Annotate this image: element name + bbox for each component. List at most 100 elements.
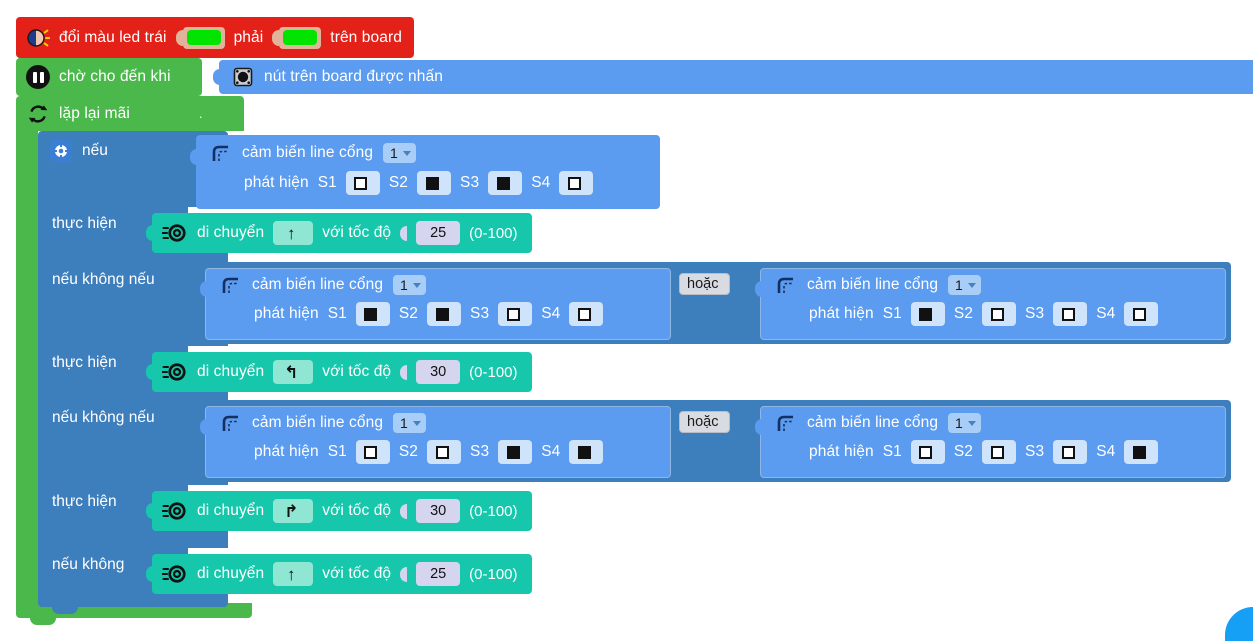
sensor-2a-detect-row[interactable]: phát hiện S1 S2 S3 S4 [206, 296, 670, 326]
pause-icon [26, 65, 50, 89]
move-block-1[interactable]: di chuyển ↑ với tốc độ 25 (0-100) [146, 213, 532, 253]
line-sensor-icon [220, 274, 242, 296]
s4-state-dropdown[interactable] [569, 440, 604, 464]
wheel-icon [161, 360, 188, 384]
sensor-3b-port-row[interactable]: cảm biến line cổng 1 [761, 407, 1225, 434]
motion-plug [146, 364, 153, 380]
bool-plug [755, 419, 762, 435]
sensor-port-dropdown[interactable]: 1 [393, 275, 426, 295]
or-operator-dropdown-3[interactable]: hoặc [679, 411, 731, 433]
sensor-condition-3b[interactable]: cảm biến line cổng 1 phát hiện S1 S2 S3 … [755, 406, 1226, 478]
block-change-led-color[interactable]: đổi màu led trái phải trên board [16, 17, 414, 64]
sensor-1-port-row[interactable]: cảm biến line cổng 1 [196, 135, 660, 164]
sensor-condition-1[interactable]: cảm biến line cổng 1 phát hiện S1 S2 S3 … [190, 135, 660, 209]
s2-label: S2 [398, 443, 419, 460]
block-board-button-pressed[interactable]: nút trên board được nhấn [213, 60, 1253, 94]
sensor-condition-2a[interactable]: cảm biến line cổng 1 phát hiện S1 S2 S3 … [200, 268, 671, 340]
sensor-port-dropdown[interactable]: 1 [948, 413, 981, 433]
group-plug [190, 418, 197, 434]
sensor-1-detect-row[interactable]: phát hiện S1 S2 S3 S4 [196, 164, 660, 195]
condition-group-2[interactable]: cảm biến line cổng 1 phát hiện S1 S2 S3 … [190, 262, 1231, 344]
sensor-2b-detect-row[interactable]: phát hiện S1 S2 S3 S4 [761, 296, 1225, 326]
gear-icon[interactable] [50, 140, 72, 162]
s1-state-dropdown[interactable] [355, 440, 390, 464]
s4-label: S4 [1096, 443, 1116, 460]
speed-input-1[interactable]: 25 [416, 221, 461, 245]
s2-state-dropdown[interactable] [982, 440, 1017, 464]
s1-state-dropdown[interactable] [345, 171, 380, 195]
block-wait-until[interactable]: chờ cho đến khi [16, 58, 202, 102]
s1-label: S1 [317, 174, 337, 191]
move-block-4[interactable]: di chuyển ↑ với tốc độ 25 (0-100) [146, 554, 532, 594]
color-plug-right [272, 29, 280, 46]
s3-state-dropdown[interactable] [1053, 440, 1088, 464]
led-right-color-field[interactable] [272, 26, 322, 49]
sensor-prefix: cảm biến line cổng [807, 414, 939, 431]
s1-state-dropdown[interactable] [910, 440, 945, 464]
s2-state-dropdown[interactable] [427, 440, 462, 464]
led-left-color-field[interactable] [175, 26, 225, 49]
direction-dropdown-3[interactable]: ↱ [273, 499, 314, 523]
or-operator-dropdown-2[interactable]: hoặc [679, 273, 731, 295]
s4-state-dropdown[interactable] [569, 302, 604, 326]
move-block-2[interactable]: di chuyển ↰ với tốc độ 30 (0-100) [146, 352, 532, 392]
s2-state-dropdown[interactable] [417, 171, 452, 195]
s1-state-dropdown[interactable] [910, 302, 945, 326]
move-block-3[interactable]: di chuyển ↱ với tốc độ 30 (0-100) [146, 491, 532, 531]
sensor-3a-detect-row[interactable]: phát hiện S1 S2 S3 S4 [206, 434, 670, 464]
forever-trailing-mark: . [198, 106, 203, 121]
s4-label: S4 [1096, 305, 1116, 322]
sensor-condition-3a[interactable]: cảm biến line cổng 1 phát hiện S1 S2 S3 … [200, 406, 671, 478]
sensor-prefix: cảm biến line cổng [242, 144, 374, 161]
s3-state-dropdown[interactable] [498, 440, 533, 464]
speed-input-3[interactable]: 30 [416, 499, 461, 523]
corner-accent [1225, 607, 1253, 641]
sensor-2a-port-row[interactable]: cảm biến line cổng 1 [206, 269, 670, 296]
elseif-label-1: nếu không nếu [52, 271, 155, 288]
s4-state-dropdown[interactable] [1124, 302, 1159, 326]
color-swatch-right[interactable] [279, 26, 322, 49]
s1-state-dropdown[interactable] [355, 302, 390, 326]
sensor-condition-2b[interactable]: cảm biến line cổng 1 phát hiện S1 S2 S3 … [755, 268, 1226, 340]
s3-state-dropdown[interactable] [488, 171, 523, 195]
sensor-3b-detect-row[interactable]: phát hiện S1 S2 S3 S4 [761, 434, 1225, 464]
sensor-2b-port-row[interactable]: cảm biến line cổng 1 [761, 269, 1225, 296]
condition-group-3[interactable]: cảm biến line cổng 1 phát hiện S1 S2 S3 … [190, 400, 1231, 482]
detect-label: phát hiện [254, 305, 319, 322]
s2-state-dropdown[interactable] [427, 302, 462, 326]
sensor-prefix: cảm biến line cổng [807, 276, 939, 293]
board-button-label: nút trên board được nhấn [264, 68, 443, 85]
sensor-prefix: cảm biến line cổng [252, 414, 384, 431]
direction-dropdown-4[interactable]: ↑ [273, 562, 314, 586]
do-label-3: thực hiện [52, 493, 117, 510]
sensor-port-dropdown[interactable]: 1 [383, 143, 416, 163]
sensor-3a-port-row[interactable]: cảm biến line cổng 1 [206, 407, 670, 434]
if-header[interactable]: nếu [50, 140, 108, 162]
sensor-port-dropdown[interactable]: 1 [948, 275, 981, 295]
move-prefix: di chuyển [197, 363, 265, 380]
s4-state-dropdown[interactable] [1124, 440, 1159, 464]
sensor-port-dropdown[interactable]: 1 [393, 413, 426, 433]
direction-dropdown-2[interactable]: ↰ [273, 360, 314, 384]
motion-plug [146, 566, 153, 582]
board-button-icon [231, 66, 255, 88]
speed-input-2[interactable]: 30 [416, 360, 461, 384]
do-label-2: thực hiện [52, 354, 117, 371]
speed-input-4[interactable]: 25 [416, 562, 461, 586]
speed-range-hint: (0-100) [469, 224, 518, 242]
s3-state-dropdown[interactable] [1053, 302, 1088, 326]
color-plug-left [175, 29, 183, 46]
led-text-2: phải [233, 28, 264, 46]
direction-dropdown-1[interactable]: ↑ [273, 221, 314, 245]
bool-plug [200, 281, 207, 297]
color-swatch-left[interactable] [182, 26, 225, 49]
detect-label: phát hiện [254, 443, 319, 460]
s4-state-dropdown[interactable] [559, 171, 594, 195]
motion-plug [146, 225, 153, 241]
speed-plug [400, 566, 408, 582]
else-label: nếu không [52, 556, 125, 573]
s2-state-dropdown[interactable] [982, 302, 1017, 326]
s3-state-dropdown[interactable] [498, 302, 533, 326]
forever-header[interactable]: lặp lại mãi . [16, 96, 244, 131]
